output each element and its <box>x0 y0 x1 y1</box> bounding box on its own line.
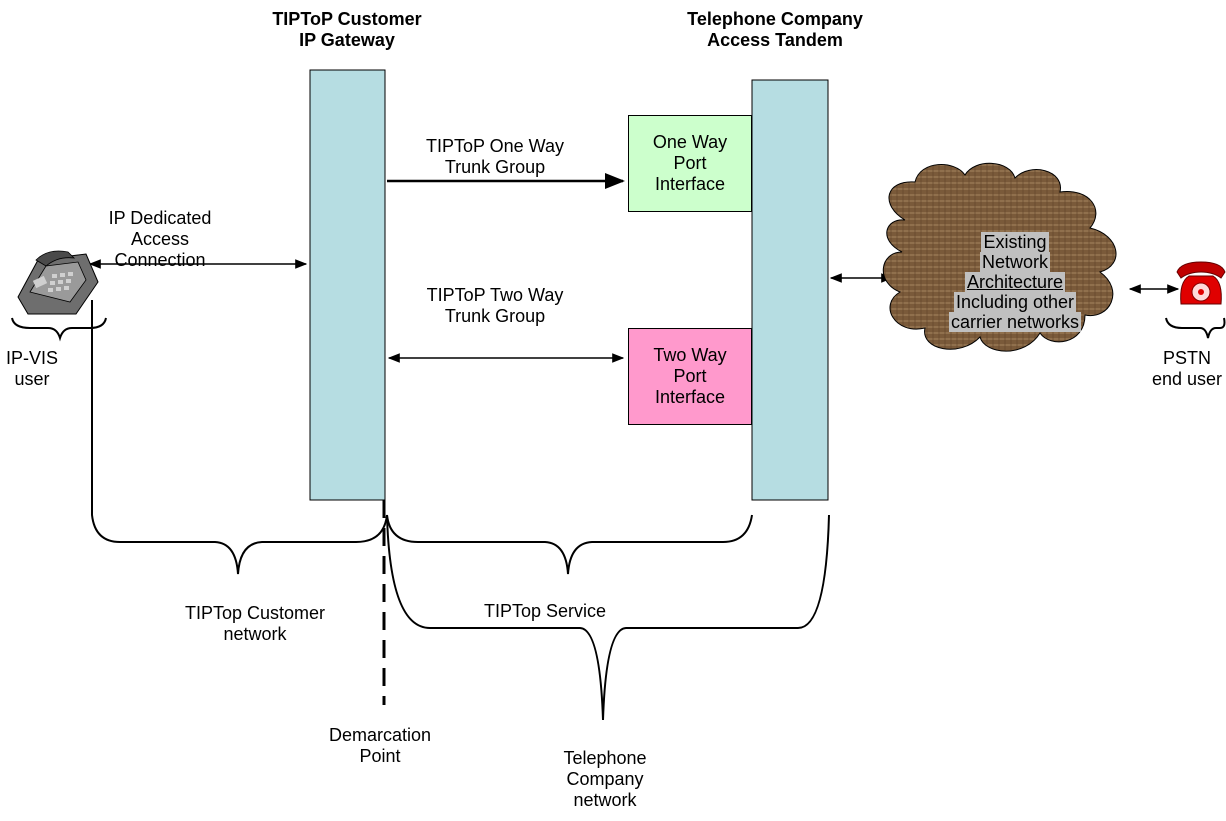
one-way-port-box: One Way Port Interface <box>628 115 752 212</box>
gateway-title-line1: TIPToP Customer <box>272 9 422 29</box>
ip-vis-user-line1: IP-VIS <box>5 348 58 368</box>
ip-access-label: IP Dedicated Access Connection <box>90 208 230 271</box>
one-way-trunk-line2: Trunk Group <box>444 157 546 177</box>
cloud-line2: Network <box>979 252 1050 272</box>
service-label-text: TIPTop Service <box>483 601 607 621</box>
ip-vis-user-label: IP-VIS user <box>2 348 62 390</box>
cloud-line3: Architecture <box>964 272 1066 292</box>
gateway-title: TIPToP Customer IP Gateway <box>242 9 452 51</box>
gateway-bar <box>309 69 386 501</box>
one-way-trunk-label: TIPToP One Way Trunk Group <box>400 136 590 178</box>
ip-access-line2: Access <box>130 229 190 249</box>
ip-vis-user-line2: user <box>14 369 50 389</box>
two-way-trunk-line2: Trunk Group <box>444 306 546 326</box>
two-way-port-label: Two Way Port Interface <box>653 345 726 408</box>
two-way-port-box: Two Way Port Interface <box>628 328 752 425</box>
ip-access-line3: Connection <box>114 250 206 270</box>
telco-network-brace <box>386 514 830 721</box>
ip-phone-icon <box>17 250 99 315</box>
one-way-trunk-line1: TIPToP One Way <box>425 136 565 156</box>
service-label: TIPTop Service <box>455 601 635 622</box>
customer-network-label: TIPTop Customer network <box>160 603 350 645</box>
pstn-user-line1: PSTN <box>1162 348 1211 368</box>
telco-network-label: Telephone Company network <box>530 748 680 811</box>
demarcation-line2: Point <box>359 746 401 766</box>
gateway-title-line2: IP Gateway <box>299 30 395 50</box>
demarcation-label: Demarcation Point <box>310 725 450 767</box>
demarcation-line1: Demarcation <box>328 725 432 745</box>
telco-network-line1: Telephone <box>563 748 647 768</box>
cloud-line5: carrier networks <box>948 312 1082 332</box>
two-way-trunk-label: TIPToP Two Way Trunk Group <box>400 285 590 327</box>
pstn-brace <box>1165 317 1226 339</box>
one-way-port-label: One Way Port Interface <box>653 132 727 195</box>
customer-network-line1: TIPTop Customer <box>184 603 326 623</box>
cloud-label: Existing Network Architecture Including … <box>935 232 1095 332</box>
one-way-port-line2: Port <box>673 153 707 173</box>
tandem-title-line1: Telephone Company <box>687 9 863 29</box>
ip-vis-brace <box>11 317 107 342</box>
two-way-trunk-line1: TIPToP Two Way <box>426 285 564 305</box>
tandem-bar <box>751 79 829 501</box>
two-way-port-line3: Interface <box>654 387 726 407</box>
red-phone-icon <box>1176 261 1226 305</box>
cloud-line4: Including other <box>953 292 1077 312</box>
pstn-user-line2: end user <box>1151 369 1223 389</box>
cloud-line1: Existing <box>981 232 1049 252</box>
one-way-port-line1: One Way <box>652 132 728 152</box>
service-brace <box>386 514 753 575</box>
telco-network-line2: Company <box>566 769 644 789</box>
tandem-title-line2: Access Tandem <box>707 30 843 50</box>
telco-network-line3: network <box>573 790 637 810</box>
tandem-title: Telephone Company Access Tandem <box>660 9 890 51</box>
customer-network-line2: network <box>223 624 287 644</box>
two-way-port-line2: Port <box>673 366 707 386</box>
ip-access-line1: IP Dedicated <box>108 208 212 228</box>
one-way-port-line3: Interface <box>654 174 726 194</box>
two-way-port-line1: Two Way <box>653 345 727 365</box>
customer-network-brace <box>91 300 388 575</box>
pstn-user-label: PSTN end user <box>1148 348 1226 390</box>
